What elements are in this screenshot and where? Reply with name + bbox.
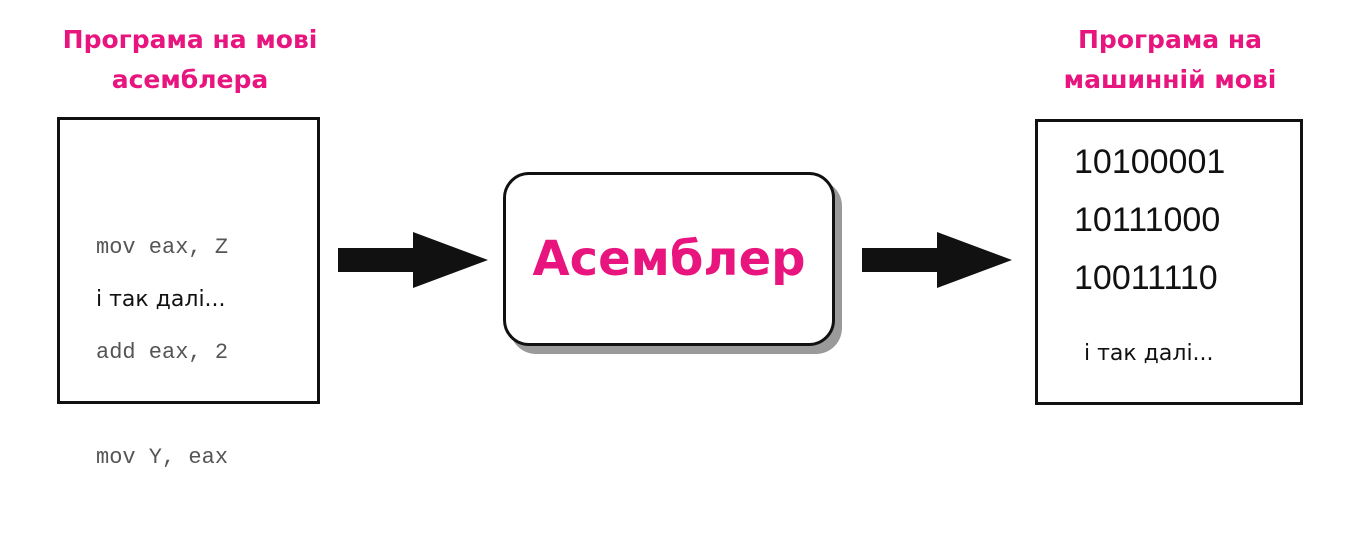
source-program-box: mov eax, Z add eax, 2 mov Y, eax і так д…	[57, 117, 320, 470]
source-title-line1: Програма на мові	[62, 25, 318, 54]
machine-code: 10100001 10111000 10011110	[1074, 140, 1225, 314]
source-title-line2: асемблера	[111, 65, 269, 94]
target-program-box: 10100001 10111000 10011110 і так далі...	[1035, 119, 1303, 405]
source-program-title: Програма на мові асемблера	[40, 20, 340, 100]
assembly-code: mov eax, Z add eax, 2 mov Y, eax	[96, 160, 228, 545]
code-line: add eax, 2	[96, 340, 229, 365]
binary-line: 10011110	[1074, 259, 1218, 297]
arrow-right-icon	[862, 232, 1012, 288]
assembler-box: Асемблер	[503, 172, 835, 346]
code-line: mov eax, Z	[96, 235, 229, 260]
source-etc-text: і так далі...	[96, 287, 226, 312]
target-title-line2: машинній мові	[1063, 65, 1277, 94]
code-line: mov Y, eax	[96, 445, 229, 470]
assembler-label: Асемблер	[532, 231, 806, 287]
binary-line: 10100001	[1074, 143, 1226, 181]
target-etc-text: і так далі...	[1084, 341, 1214, 366]
target-program-title: Програма на машинній мові	[1020, 20, 1320, 100]
arrow-right-icon	[338, 232, 488, 288]
binary-line: 10111000	[1074, 201, 1221, 239]
target-title-line1: Програма на	[1078, 25, 1262, 54]
